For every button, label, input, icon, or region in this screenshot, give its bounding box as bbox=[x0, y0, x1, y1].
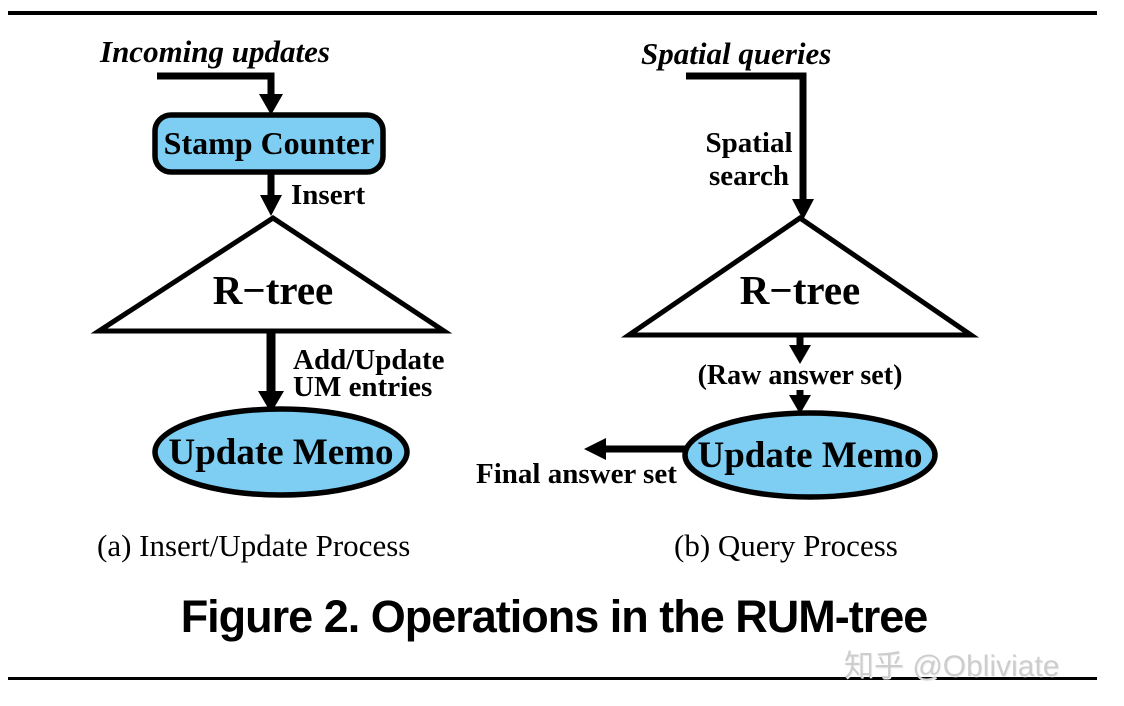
raw-answer-arrowhead bbox=[789, 345, 811, 364]
insert-arrowhead bbox=[260, 195, 282, 216]
insert-label: Insert bbox=[291, 179, 366, 211]
update-memo-label-a: Update Memo bbox=[168, 432, 394, 473]
spatial-search-line1: Spatial bbox=[705, 127, 793, 159]
watermark-text: 知乎 @Obliviate bbox=[844, 650, 1060, 683]
raw-answer-label: (Raw answer set) bbox=[697, 360, 903, 391]
um-entries-line1: Add/Update bbox=[293, 344, 445, 376]
update-memo-label-b: Update Memo bbox=[697, 435, 923, 476]
rtree-triangle-b bbox=[620, 214, 980, 338]
um-entries-line2: UM entries bbox=[293, 371, 433, 403]
top-horizontal-rule bbox=[8, 11, 1097, 15]
caption-a: (a) Insert/Update Process bbox=[97, 528, 411, 563]
stamp-counter-box bbox=[152, 112, 386, 175]
bottom-horizontal-rule bbox=[8, 677, 1097, 680]
spatial-queries-label: Spatial queries bbox=[641, 36, 832, 71]
update-memo-ellipse-a bbox=[152, 406, 410, 498]
stamp-counter-label: Stamp Counter bbox=[163, 125, 375, 161]
update-memo-ellipse-b bbox=[682, 410, 938, 500]
spatial-queries-arrowhead bbox=[792, 199, 814, 220]
incoming-updates-label: Incoming updates bbox=[100, 34, 330, 69]
spatial-search-line2: search bbox=[708, 160, 789, 192]
um-arrowhead bbox=[258, 391, 284, 413]
rtree-label-a: R−tree bbox=[212, 267, 334, 313]
final-answer-arrowhead bbox=[584, 438, 606, 460]
incoming-updates-arrowhead bbox=[259, 94, 283, 115]
um-entries-label: Add/Update UM entries bbox=[293, 344, 445, 403]
spatial-queries-elbow-arrow bbox=[686, 72, 807, 200]
rtree-label-b: R−tree bbox=[739, 267, 861, 313]
figure-title: Figure 2. Operations in the RUM-tree bbox=[180, 591, 929, 642]
spatial-search-label: Spatial search bbox=[705, 127, 792, 193]
memo-in-arrowhead bbox=[789, 395, 811, 414]
final-answer-label: Final answer set bbox=[476, 458, 677, 490]
incoming-updates-elbow-arrow bbox=[157, 72, 275, 99]
caption-b: (b) Query Process bbox=[674, 528, 898, 563]
